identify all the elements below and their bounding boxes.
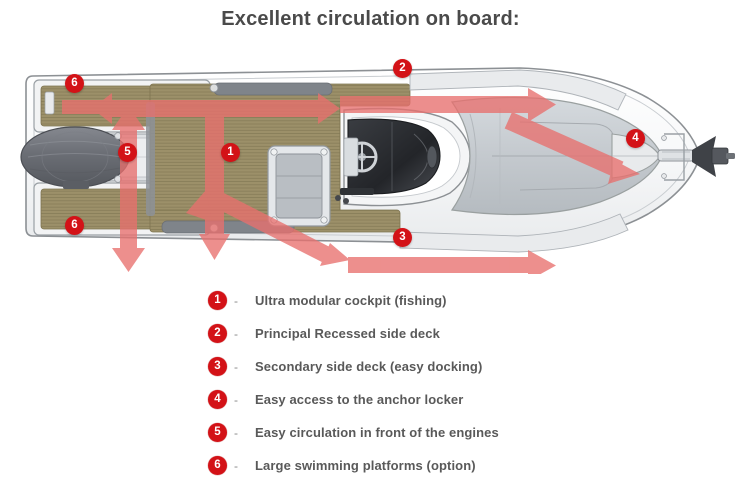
legend-item-3[interactable]: 3 - Secondary side deck (easy docking) xyxy=(208,350,628,383)
legend-list: 1 - Ultra modular cockpit (fishing) 2 - … xyxy=(208,284,628,482)
diagram-marker-3[interactable]: 3 xyxy=(393,228,412,247)
legend-item-1[interactable]: 1 - Ultra modular cockpit (fishing) xyxy=(208,284,628,317)
legend-badge-2: 2 xyxy=(208,324,227,343)
legend-separator: - xyxy=(234,359,238,374)
bow-roller xyxy=(657,133,695,181)
legend-label-1: Ultra modular cockpit (fishing) xyxy=(255,293,447,308)
legend-item-4[interactable]: 4 - Easy access to the anchor locker xyxy=(208,383,628,416)
legend-separator: - xyxy=(234,458,238,473)
legend-label-4: Easy access to the anchor locker xyxy=(255,392,464,407)
legend-label-3: Secondary side deck (easy docking) xyxy=(255,359,483,374)
diagram-marker-6-starboard[interactable]: 6 xyxy=(65,216,84,235)
legend-item-2[interactable]: 2 - Principal Recessed side deck xyxy=(208,317,628,350)
diagram-marker-1[interactable]: 1 xyxy=(221,143,240,162)
legend-label-6: Large swimming platforms (option) xyxy=(255,458,476,473)
legend-separator: - xyxy=(234,293,238,308)
arrow-port-platform xyxy=(62,100,162,114)
legend-separator: - xyxy=(234,425,238,440)
legend-item-6[interactable]: 6 - Large swimming platforms (option) xyxy=(208,449,628,482)
arrow-secondary-side-deck xyxy=(348,250,556,274)
legend-item-5[interactable]: 5 - Easy circulation in front of the eng… xyxy=(208,416,628,449)
cockpit-seat-module xyxy=(267,145,331,227)
legend-label-2: Principal Recessed side deck xyxy=(255,326,440,341)
outboard-engine xyxy=(20,126,130,189)
legend-badge-3: 3 xyxy=(208,357,227,376)
diagram-marker-2[interactable]: 2 xyxy=(393,59,412,78)
page-title: Excellent circulation on board: xyxy=(221,8,520,30)
diagram-marker-5[interactable]: 5 xyxy=(118,143,137,162)
legend-separator: - xyxy=(234,326,238,341)
helm-dash-details xyxy=(335,137,374,204)
diagram-marker-4[interactable]: 4 xyxy=(626,129,645,148)
legend-badge-4: 4 xyxy=(208,390,227,409)
starboard-side-deck xyxy=(399,213,629,253)
diagram-marker-6-port[interactable]: 6 xyxy=(65,74,84,93)
legend-separator: - xyxy=(234,392,238,407)
legend-badge-1: 1 xyxy=(208,291,227,310)
anchor xyxy=(692,136,735,177)
arrow-anchor-access xyxy=(504,112,640,184)
legend-badge-5: 5 xyxy=(208,423,227,442)
arrow-principal-side-deck xyxy=(340,88,556,122)
port-side-deck xyxy=(409,69,627,111)
arrow-cockpit-diagonal xyxy=(186,188,350,266)
windshield-canopy xyxy=(347,118,441,195)
boat-diagram: 1 2 3 4 5 6 6 xyxy=(0,38,741,274)
legend-badge-6: 6 xyxy=(208,456,227,475)
legend-label-5: Easy circulation in front of the engines xyxy=(255,425,499,440)
